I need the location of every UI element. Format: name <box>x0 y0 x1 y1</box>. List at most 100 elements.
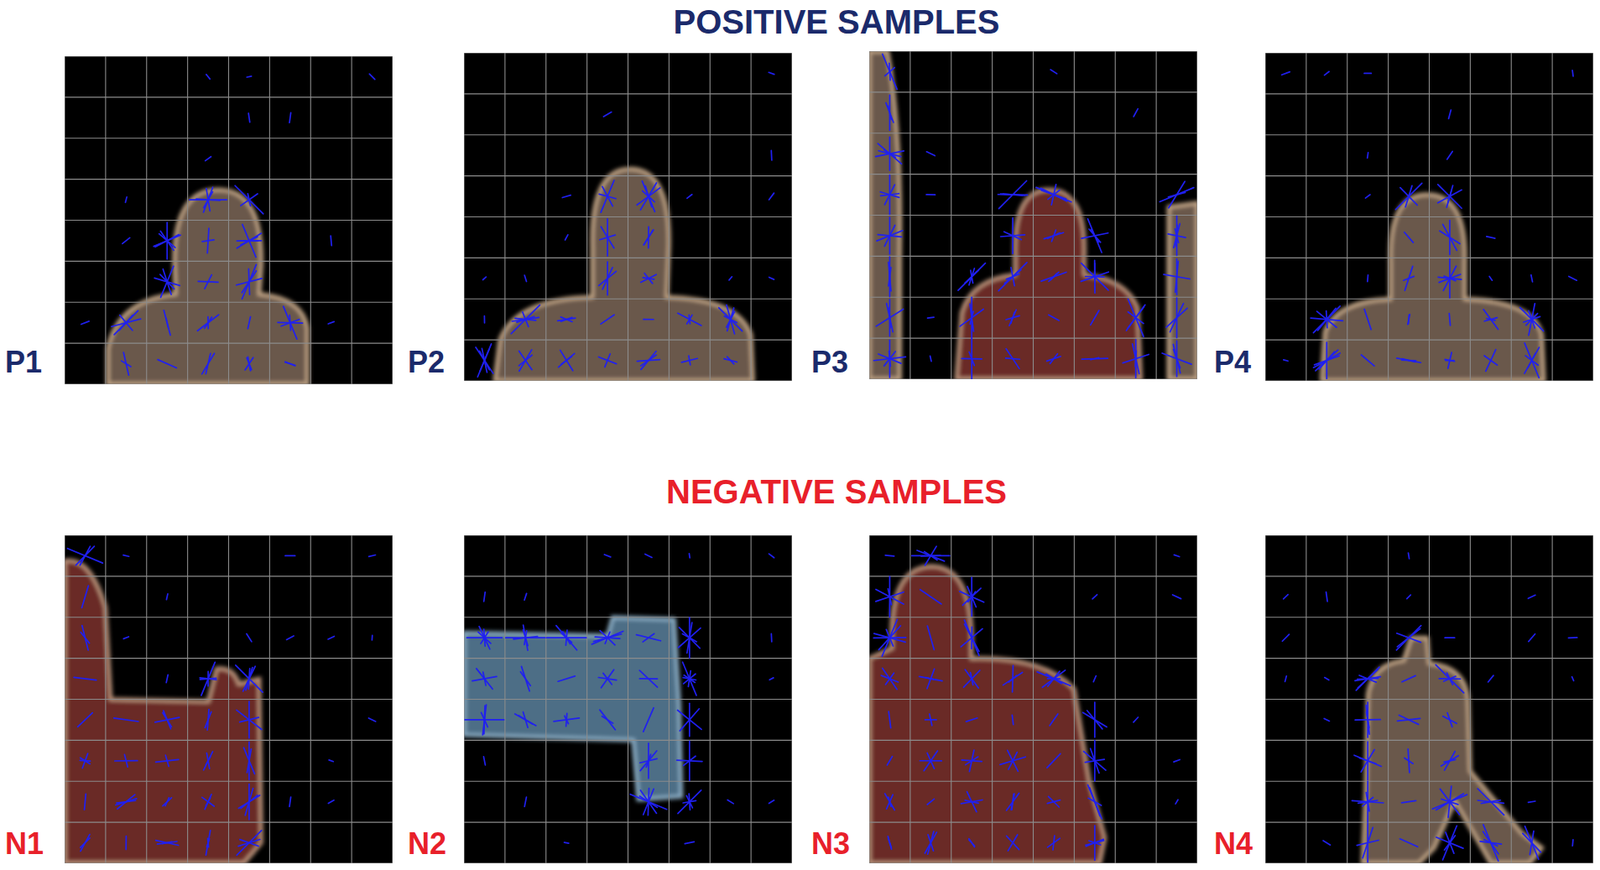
hog-stroke <box>123 555 130 558</box>
hog-stroke <box>769 192 775 200</box>
hog-stroke <box>1162 353 1192 365</box>
hog-stroke <box>1011 714 1013 725</box>
hog-stroke <box>1166 307 1188 328</box>
hog-stroke <box>236 830 261 855</box>
hog-stroke <box>882 53 897 89</box>
grid-line <box>64 383 393 385</box>
hog-stroke <box>769 800 775 804</box>
hog-stroke <box>1366 152 1370 159</box>
hog-stroke <box>687 194 693 199</box>
hog-stroke <box>1444 751 1456 772</box>
grid-line <box>351 56 353 385</box>
grid-line <box>1265 822 1594 824</box>
hog-stroke <box>157 359 177 369</box>
grid-line <box>269 56 271 385</box>
hog-stroke <box>598 677 616 681</box>
hog-stroke <box>927 668 935 688</box>
hog-stroke <box>598 356 616 364</box>
hog-stroke <box>1396 625 1421 651</box>
hog-stroke <box>642 633 655 642</box>
grid-line <box>391 535 393 864</box>
hog-stroke <box>1282 634 1289 642</box>
hog-stroke <box>645 553 652 558</box>
hog-stroke <box>1007 834 1017 851</box>
hog-stroke <box>1090 229 1099 242</box>
hog-stroke <box>161 841 172 844</box>
hog-stroke <box>885 555 894 557</box>
hog-stroke <box>1176 216 1178 256</box>
hog-stroke <box>122 237 131 244</box>
hog-stroke <box>877 143 902 164</box>
hog-stroke <box>114 760 138 762</box>
hog-stroke <box>206 753 209 769</box>
hog-stroke <box>1084 751 1106 771</box>
hog-stroke <box>553 718 579 722</box>
hog-stroke <box>1571 70 1574 77</box>
hog-stroke <box>688 553 691 558</box>
grid-line <box>310 535 312 864</box>
hog-stroke <box>769 553 775 558</box>
hog-stroke <box>369 554 376 557</box>
hog-stroke <box>889 351 892 367</box>
hog-stroke <box>1408 552 1410 559</box>
hog-stroke <box>1011 793 1014 810</box>
hog-stroke <box>556 625 578 651</box>
hog-stroke <box>245 667 253 691</box>
hog-stroke <box>1047 800 1060 804</box>
hog-stroke <box>1048 271 1059 282</box>
hog-stroke <box>1447 151 1453 159</box>
hog-stroke <box>960 628 983 647</box>
hog-stroke <box>1093 676 1096 683</box>
hog-stroke <box>769 276 775 280</box>
grid-line <box>463 216 793 218</box>
hog-stroke <box>1525 826 1539 860</box>
grid-line <box>869 297 1198 298</box>
hog-stroke <box>153 234 181 246</box>
hog-stroke <box>1090 357 1100 360</box>
hog-stroke <box>1407 314 1410 324</box>
hog-stroke <box>1528 801 1536 803</box>
grid-line <box>463 380 793 381</box>
hog-stroke <box>1401 675 1416 682</box>
grid-line <box>1511 535 1512 864</box>
hog-stroke <box>1439 788 1460 815</box>
hog-stroke <box>483 276 487 280</box>
hog-stroke <box>684 841 694 844</box>
hog-stroke <box>1477 800 1504 803</box>
silhouette-shape <box>956 189 1142 380</box>
hog-stroke <box>927 625 934 650</box>
hog-stroke <box>927 831 934 855</box>
hog-stroke <box>160 274 175 289</box>
hog-stroke <box>73 677 97 680</box>
hog-stroke <box>121 360 131 367</box>
panel-ground <box>463 52 793 381</box>
hog-stroke <box>369 73 375 79</box>
hog-stroke <box>917 550 945 562</box>
hog-stroke <box>1525 355 1538 365</box>
grid-line <box>1265 380 1594 381</box>
hog-stroke <box>1365 705 1370 735</box>
grid-line <box>1511 52 1512 381</box>
hog-stroke <box>640 750 657 772</box>
hog-stroke <box>246 358 252 371</box>
hog-stroke <box>246 749 251 773</box>
hog-stroke <box>1486 236 1496 239</box>
hog-stroke <box>682 661 697 696</box>
grid-line <box>64 781 393 782</box>
sample-label: P3 <box>811 347 849 378</box>
hog-stroke <box>1356 839 1379 845</box>
hog-stroke <box>207 228 209 254</box>
hog-stroke <box>641 351 657 371</box>
panel-ground <box>463 535 793 864</box>
hog-stroke <box>880 675 898 683</box>
silhouette <box>495 168 754 381</box>
hog-stroke <box>1443 276 1456 282</box>
hog-stroke <box>236 278 262 286</box>
sample-label: P4 <box>1214 347 1251 378</box>
hog-stroke <box>889 339 892 378</box>
hog-stroke <box>770 150 772 161</box>
hog-stroke <box>81 321 89 325</box>
hog-stroke <box>677 760 703 762</box>
grid-line <box>1115 535 1116 864</box>
hog-stroke <box>1448 109 1452 119</box>
